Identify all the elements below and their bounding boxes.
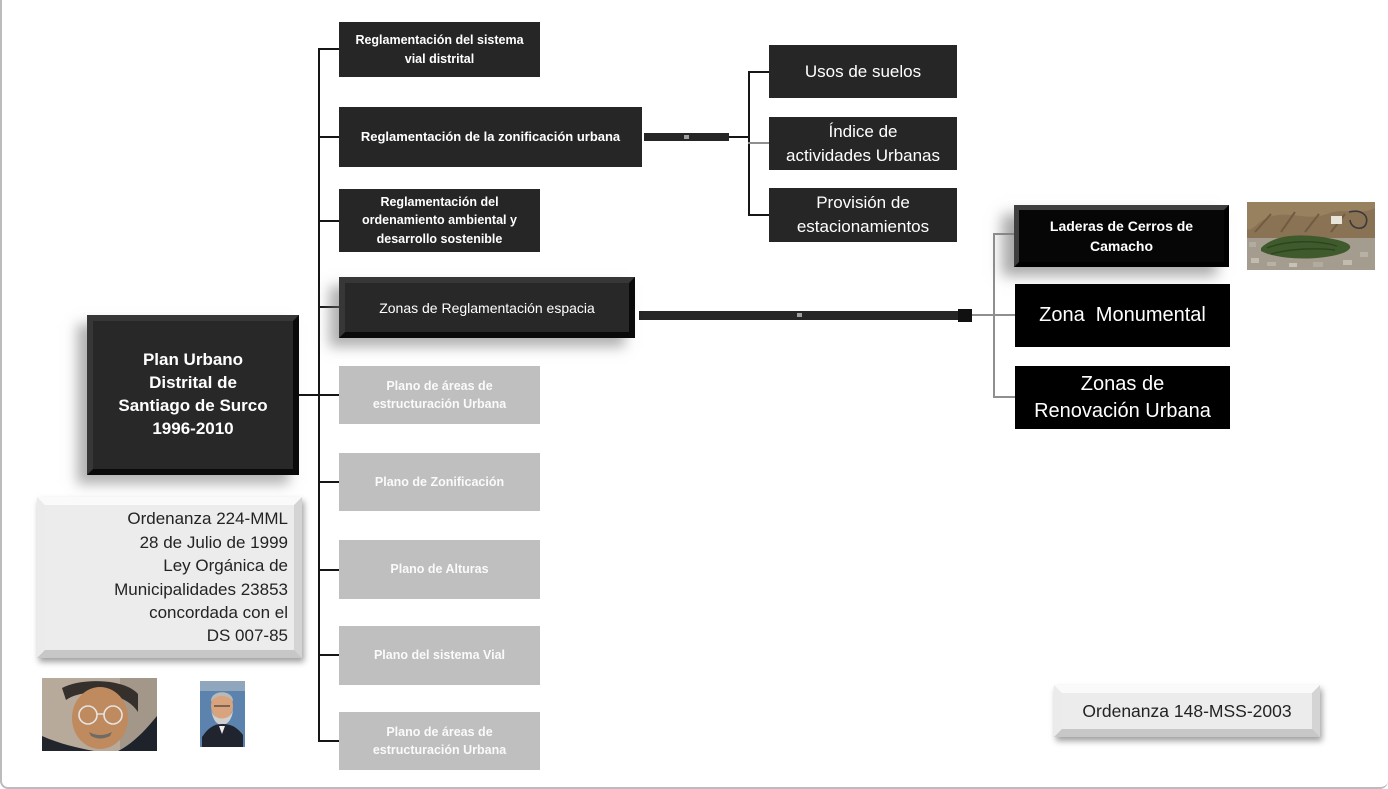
node-label: Índice de actividades Urbanas xyxy=(785,121,941,165)
node-plano-areas-estructuracion-1: Plano de áreas de estructuración Urbana xyxy=(339,366,540,424)
node-plano-alturas: Plano de Alturas xyxy=(339,540,540,599)
connector-tick-renovacion xyxy=(993,396,1016,398)
connector-branch-1 xyxy=(318,48,340,50)
node-label: Reglamentación del ordenamiento ambienta… xyxy=(362,195,517,246)
node-provision-estacionamientos: Provisión de estacionamientos xyxy=(769,188,957,242)
node-label: Plan Urbano Distrital de Santiago de Sur… xyxy=(118,350,268,438)
node-plano-sistema-vial: Plano del sistema Vial xyxy=(339,626,540,685)
node-label: Usos de suelos xyxy=(804,61,922,81)
connector-bracket-zonificacion xyxy=(748,71,750,216)
node-label: Laderas de Cerros de Camacho xyxy=(1049,217,1194,254)
node-label: Reglamentación del sistema vial distrita… xyxy=(355,33,524,66)
node-label: Zona Monumental xyxy=(1039,304,1206,326)
node-zonas-renovacion-urbana: Zonas de Renovación Urbana xyxy=(1015,366,1230,429)
connector-branch-6 xyxy=(318,481,340,483)
connector-tick-usos xyxy=(748,71,769,73)
node-zonas-reglamentacion-especial: Zonas de Reglamentación espacia xyxy=(339,277,635,338)
node-plan-urbano-root: Plan Urbano Distrital de Santiago de Sur… xyxy=(87,315,299,475)
node-usos-de-suelos: Usos de suelos xyxy=(769,45,957,98)
connector-branch-7 xyxy=(318,569,340,571)
note-label: Ordenanza 148-MSS-2003 xyxy=(1082,700,1292,721)
connector-tick-provision xyxy=(748,214,769,216)
connector-tick-laderas xyxy=(993,233,1015,235)
node-label: Zonas de Reglamentación espacia xyxy=(379,299,595,316)
satellite-image-laderas xyxy=(1247,202,1375,270)
node-label: Plano de áreas de estructuración Urbana xyxy=(372,378,507,411)
connector-nub xyxy=(958,309,972,322)
node-label: Zonas de Renovación Urbana xyxy=(1034,372,1211,422)
note-ordenanza-148-mss: Ordenanza 148-MSS-2003 xyxy=(1054,685,1320,737)
connector-mark xyxy=(797,313,802,317)
connector-branch-9 xyxy=(318,740,340,742)
portrait-photo-1 xyxy=(42,678,157,751)
portrait-photo-man-glasses xyxy=(42,678,157,751)
node-label: Provisión de estacionamientos xyxy=(796,193,930,236)
node-plano-areas-estructuracion-2: Plano de áreas de estructuración Urbana xyxy=(339,712,540,770)
node-reglamentacion-zonificacion: Reglamentación de la zonificación urbana xyxy=(339,107,642,167)
note-ordenanza-224-mml: Ordenanza 224-MML 28 de Julio de 1999 Le… xyxy=(37,497,302,658)
node-indice-actividades-urbanas: Índice de actividades Urbanas xyxy=(769,117,957,170)
node-label: Plano de Zonificación xyxy=(374,474,505,489)
node-label: Plano del sistema Vial xyxy=(373,648,506,663)
connector-tick-indice xyxy=(748,142,769,144)
node-zona-monumental: Zona Monumental xyxy=(1015,284,1230,347)
node-label: Reglamentación de la zonificación urbana xyxy=(360,128,621,144)
connector-link-zonas xyxy=(972,314,994,316)
connector-branch-3 xyxy=(318,220,340,222)
portrait-photo-man-beard xyxy=(200,681,245,747)
connector-branch-root xyxy=(297,394,340,396)
node-reglamentacion-ordenamiento-ambiental: Reglamentación del ordenamiento ambienta… xyxy=(339,189,540,252)
connector-branch-4 xyxy=(318,306,340,308)
connector-branch-8 xyxy=(318,654,340,656)
connector-branch-2 xyxy=(318,136,340,138)
node-reglamentacion-sistema-vial: Reglamentación del sistema vial distrita… xyxy=(339,22,540,77)
connector-link-zonificacion xyxy=(729,136,749,138)
node-laderas-cerros-camacho: Laderas de Cerros de Camacho xyxy=(1014,205,1229,267)
connector-tick-monumental xyxy=(993,314,1016,316)
note-label: Ordenanza 224-MML 28 de Julio de 1999 Le… xyxy=(114,509,288,646)
connector-mark xyxy=(684,135,689,139)
node-label: Plano de áreas de estructuración Urbana xyxy=(372,724,507,757)
node-plano-zonificacion: Plano de Zonificación xyxy=(339,453,540,511)
node-label: Plano de Alturas xyxy=(390,562,489,577)
portrait-photo-2 xyxy=(200,681,245,747)
satellite-image xyxy=(1247,202,1375,270)
connector-bracket-zonas xyxy=(993,233,995,398)
